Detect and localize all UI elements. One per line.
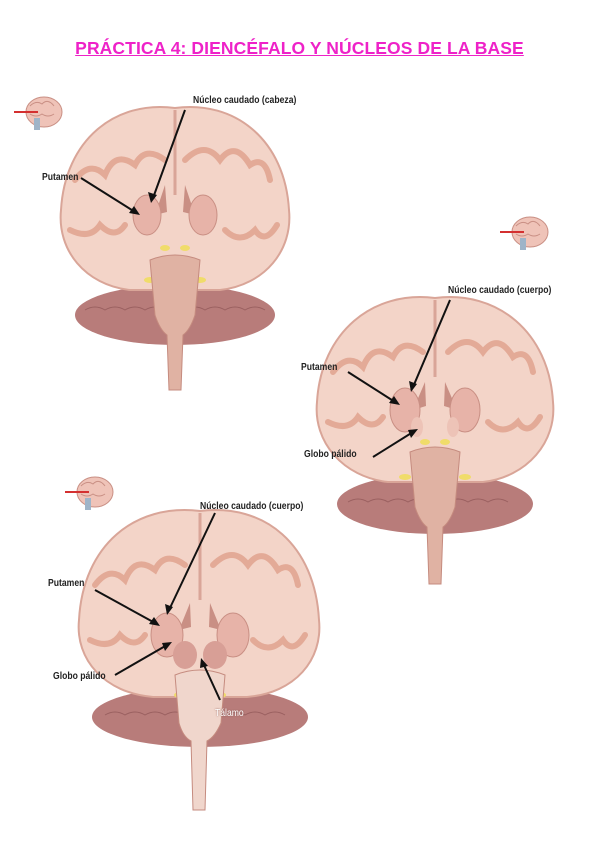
brain-orientation-icon — [63, 472, 115, 514]
brain-orientation-icon — [498, 212, 550, 254]
label-putamen-3: Putamen — [48, 577, 85, 589]
page-title: PRÁCTICA 4: DIENCÉFALO Y NÚCLEOS DE LA B… — [75, 38, 524, 58]
brain-section-figure-2 — [313, 292, 558, 587]
label-caudate-body-3: Núcleo caudado (cuerpo) — [200, 500, 304, 512]
brain-section-figure-3 — [75, 505, 325, 815]
brain-orientation-icon — [12, 92, 64, 134]
label-putamen-1: Putamen — [42, 171, 79, 183]
label-caudate-body-2: Núcleo caudado (cuerpo) — [448, 284, 552, 296]
label-putamen-2: Putamen — [301, 361, 338, 373]
label-thalamus: Tálamo — [215, 707, 244, 719]
label-caudate-head: Núcleo caudado (cabeza) — [193, 94, 297, 106]
label-globus-pallidus-2: Globo pálido — [304, 448, 357, 460]
label-globus-pallidus-3: Globo pálido — [53, 670, 106, 682]
brain-section-figure-1 — [55, 100, 295, 400]
